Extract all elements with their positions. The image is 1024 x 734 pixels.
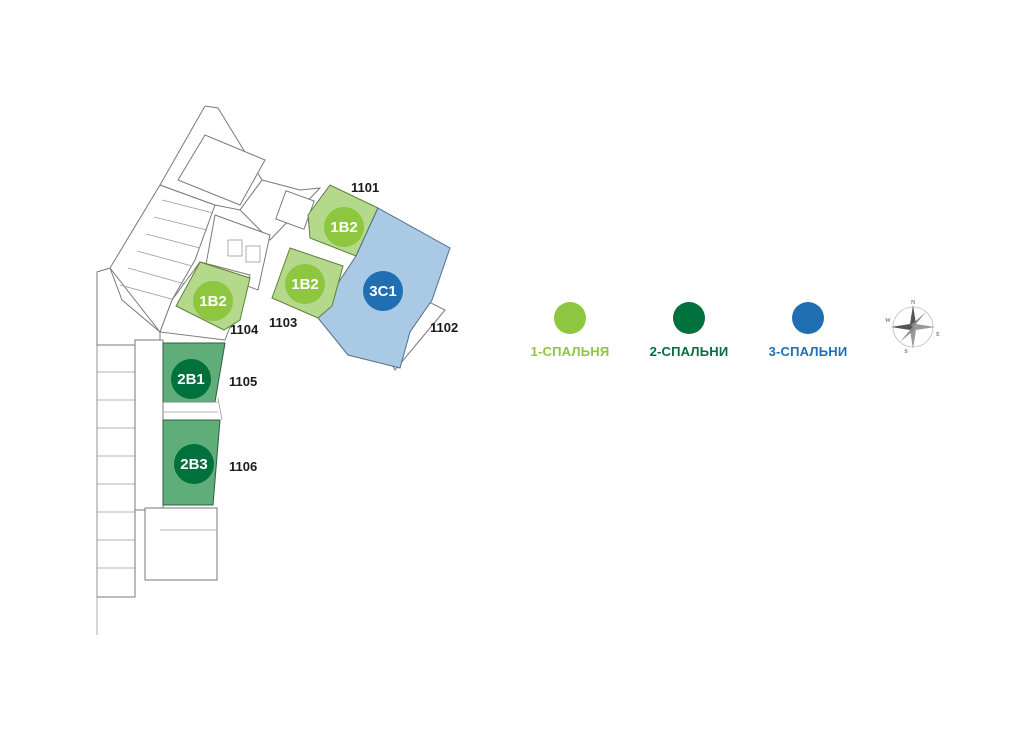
unit-number-1106: 1106 bbox=[229, 459, 258, 474]
compass-n: N bbox=[911, 300, 916, 306]
legend-label-1-bedroom: 1-СПАЛЬНЯ bbox=[530, 344, 610, 359]
legend-dot-2-bedroom bbox=[673, 302, 705, 334]
unit-type-badge-1101[interactable]: 1B2 bbox=[324, 207, 364, 247]
building-shell bbox=[96, 105, 446, 635]
compass-e: E bbox=[936, 332, 940, 338]
unit-type-badge-1105[interactable]: 2B1 bbox=[171, 359, 211, 399]
legend-item-2-bedroom: 2-СПАЛЬНИ bbox=[629, 302, 749, 359]
legend-item-3-bedroom: 3-СПАЛЬНИ bbox=[748, 302, 868, 359]
legend-dot-1-bedroom bbox=[554, 302, 586, 334]
legend-label-3-bedroom: 3-СПАЛЬНИ bbox=[768, 344, 848, 359]
unit-type-badge-1104[interactable]: 1B2 bbox=[193, 281, 233, 321]
unit-number-1105: 1105 bbox=[229, 374, 258, 389]
compass-w: W bbox=[885, 318, 891, 324]
interior-lines bbox=[163, 397, 223, 421]
unit-type-badge-1102[interactable]: 3C1 bbox=[363, 271, 403, 311]
compass-rose-icon: N S E W bbox=[885, 300, 940, 355]
legend-item-1-bedroom: 1-СПАЛЬНЯ bbox=[510, 302, 630, 359]
compass-s: S bbox=[904, 349, 907, 355]
legend-dot-3-bedroom bbox=[792, 302, 824, 334]
unit-type-badge-1103[interactable]: 1B2 bbox=[285, 264, 325, 304]
unit-number-1101: 1101 bbox=[351, 180, 380, 195]
unit-number-1103: 1103 bbox=[269, 315, 298, 330]
legend-label-2-bedroom: 2-СПАЛЬНИ bbox=[649, 344, 729, 359]
unit-number-1102: 1102 bbox=[430, 320, 459, 335]
unit-number-1104: 1104 bbox=[230, 322, 259, 337]
unit-type-badge-1106[interactable]: 2B3 bbox=[174, 444, 214, 484]
